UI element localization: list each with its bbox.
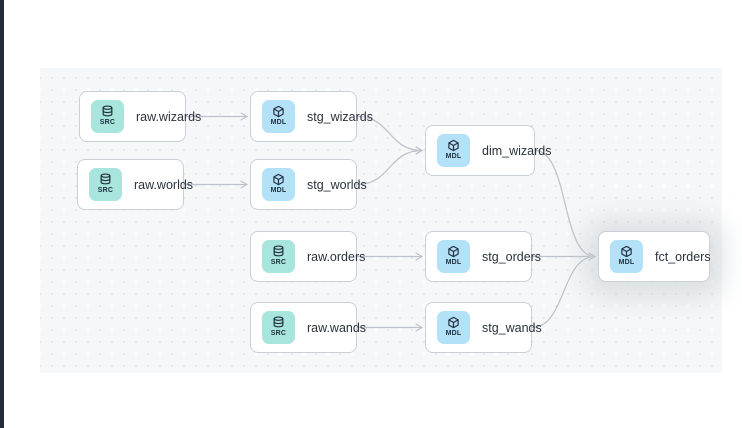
node-type-label: SRC: [97, 187, 114, 195]
node-type-label: MDL: [618, 259, 635, 267]
node-name-label: stg_orders: [482, 249, 542, 264]
node-type-badge: SRC: [89, 168, 122, 201]
node-stg_wizards[interactable]: MDL stg_wizards: [250, 91, 373, 142]
node-name-label: stg_worlds: [307, 177, 367, 192]
node-type-label: SRC: [270, 259, 287, 267]
node-stg_worlds[interactable]: MDL stg_worlds: [250, 159, 367, 210]
node-type-badge: MDL: [437, 311, 470, 344]
node-name-label: raw.wands: [307, 320, 367, 335]
node-type-label: MDL: [270, 187, 287, 195]
node-fct_orders[interactable]: MDL fct_orders: [598, 231, 711, 282]
node-raw_orders[interactable]: SRC raw.orders: [250, 231, 365, 282]
node-type-badge: MDL: [437, 134, 470, 167]
node-type-badge: SRC: [262, 311, 295, 344]
node-name-label: stg_wizards: [307, 109, 373, 124]
node-raw_worlds[interactable]: SRC raw.worlds: [77, 159, 193, 210]
edge-stg_worlds-to-dim_wizards: [356, 146, 424, 186]
node-type-badge: MDL: [262, 168, 295, 201]
node-type-label: SRC: [270, 330, 287, 338]
node-type-label: MDL: [445, 153, 462, 161]
node-type-badge: MDL: [437, 240, 470, 273]
node-type-badge: SRC: [91, 100, 124, 133]
node-type-label: MDL: [445, 259, 462, 267]
node-type-label: MDL: [270, 119, 287, 127]
database-icon: [99, 173, 112, 186]
node-name-label: raw.orders: [307, 249, 366, 264]
cube-icon: [447, 316, 460, 329]
cube-icon: [447, 245, 460, 258]
node-raw_wizards[interactable]: SRC raw.wizards: [79, 91, 201, 142]
edge-stg_wizards-to-dim_wizards: [356, 115, 424, 155]
node-stg_wands[interactable]: MDL stg_wands: [425, 302, 542, 353]
edge-dim_wizards-to-fct_orders: [534, 149, 597, 261]
cube-icon: [620, 245, 633, 258]
node-type-badge: MDL: [610, 240, 643, 273]
node-raw_wands[interactable]: SRC raw.wands: [250, 302, 366, 353]
node-dim_wizards[interactable]: MDL dim_wizards: [425, 125, 551, 176]
database-icon: [272, 245, 285, 258]
node-name-label: raw.wizards: [136, 109, 202, 124]
edge-layer: [184, 112, 597, 332]
window-edge-rail: [0, 0, 4, 428]
database-icon: [101, 105, 114, 118]
node-type-label: SRC: [99, 119, 116, 127]
node-name-label: dim_wizards: [482, 143, 552, 158]
cube-icon: [447, 139, 460, 152]
node-type-label: MDL: [445, 330, 462, 338]
edge-stg_wands-to-fct_orders: [531, 252, 597, 329]
cube-icon: [272, 173, 285, 186]
node-stg_orders[interactable]: MDL stg_orders: [425, 231, 541, 282]
database-icon: [272, 316, 285, 329]
node-name-label: raw.worlds: [134, 177, 194, 192]
node-name-label: fct_orders: [655, 249, 711, 264]
node-name-label: stg_wands: [482, 320, 542, 335]
cube-icon: [272, 105, 285, 118]
node-type-badge: SRC: [262, 240, 295, 273]
node-type-badge: MDL: [262, 100, 295, 133]
